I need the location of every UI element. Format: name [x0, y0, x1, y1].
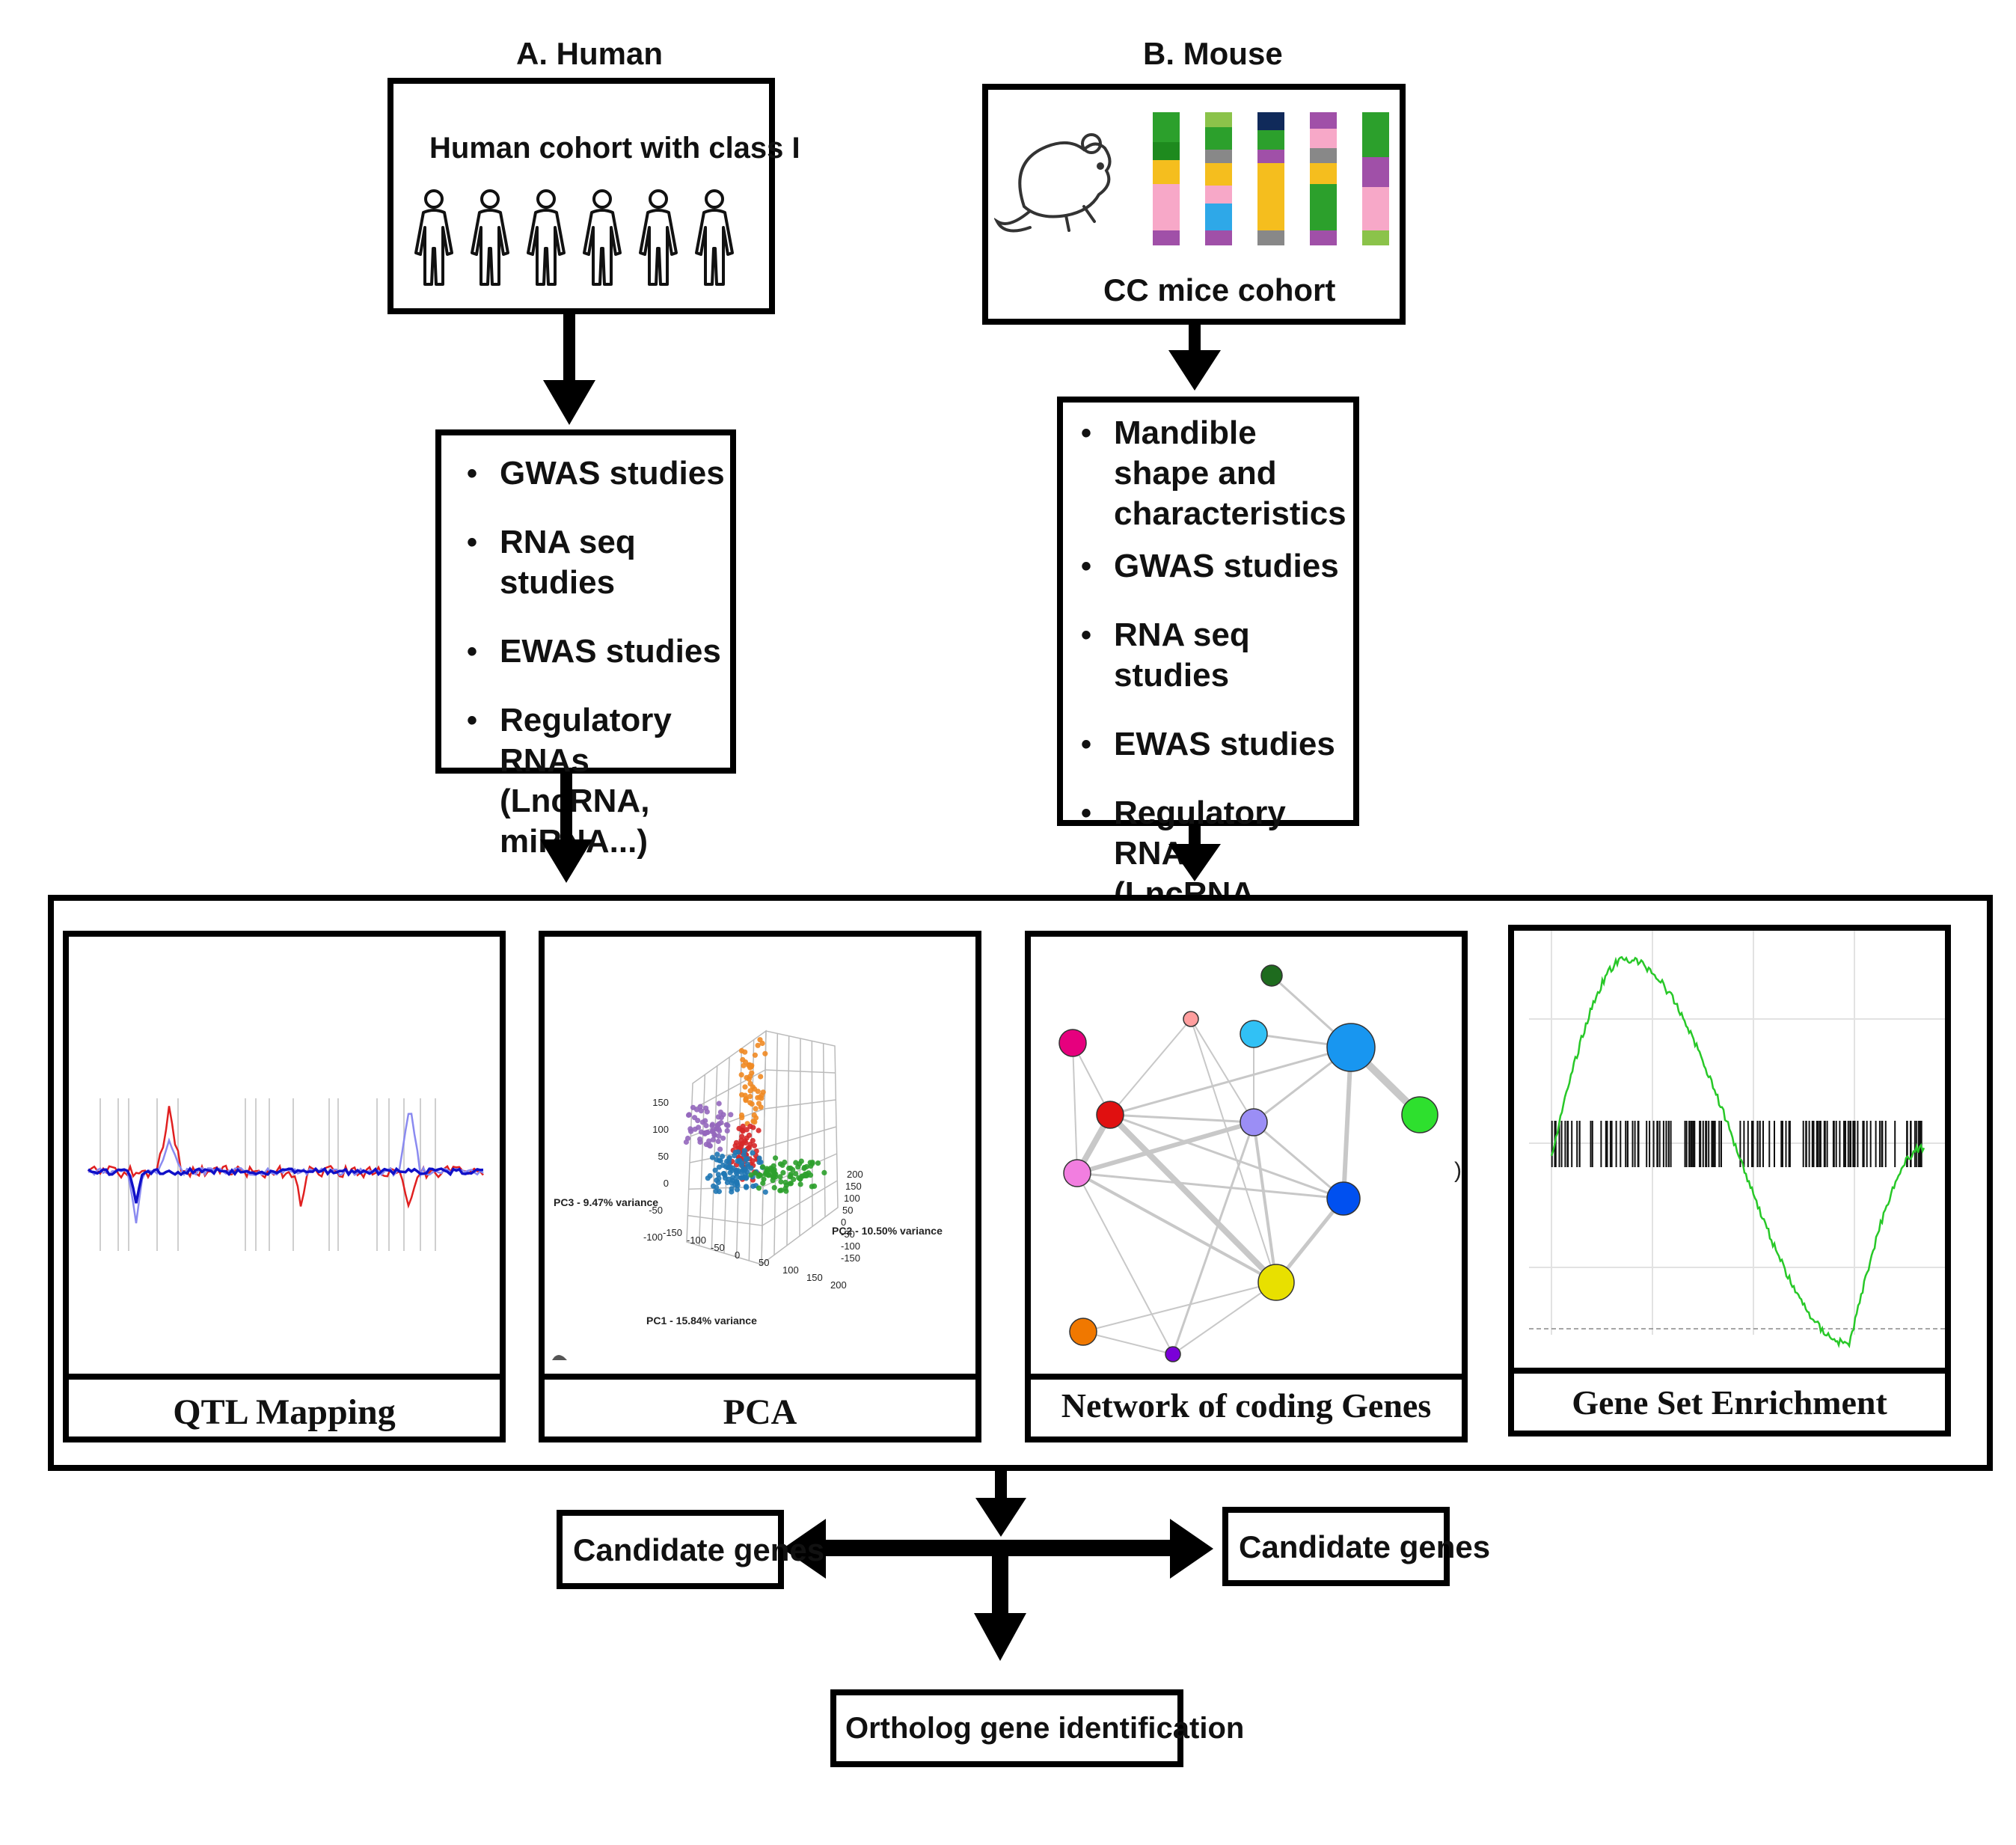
genome-mosaic-chart — [1153, 112, 1389, 245]
svg-text:0: 0 — [664, 1178, 669, 1189]
human-cohort-box: Human cohort with class I — [387, 78, 800, 314]
candidate-genes-right-box: Candidate genes — [1222, 1507, 1490, 1586]
mouse-arrow-down-icon — [1168, 826, 1221, 881]
pca-corner-mark — [552, 1355, 567, 1360]
pca-plot: PC3 - 9.47% variance PC2 - 10.50% varian… — [552, 1029, 943, 1360]
pca-panel: PC3 - 9.47% variance PC2 - 10.50% varian… — [539, 931, 981, 1380]
svg-text:150: 150 — [652, 1097, 669, 1108]
svg-text:-150: -150 — [663, 1227, 682, 1238]
human-studies-box: GWAS studies RNA seq studies EWAS studie… — [435, 429, 736, 860]
svg-text:-150: -150 — [841, 1252, 860, 1264]
candidate-genes-left: Candidate genes — [573, 1532, 825, 1567]
svg-text:100: 100 — [782, 1264, 799, 1276]
network-panel: ) — [1025, 931, 1468, 1380]
svg-text:200: 200 — [830, 1279, 847, 1291]
human-study-item: GWAS studies — [453, 453, 730, 494]
mouse-studies-box: Mandible shape and characteristics GWAS … — [1057, 397, 1359, 952]
pca-caption: PCA — [723, 1392, 797, 1432]
svg-text:-50: -50 — [841, 1229, 855, 1240]
svg-text:150: 150 — [806, 1272, 823, 1283]
pca-pc1-label: PC1 - 15.84% variance — [646, 1315, 757, 1327]
svg-text:0: 0 — [841, 1217, 846, 1228]
svg-text:50: 50 — [658, 1151, 669, 1162]
gsea-plot — [1529, 931, 1945, 1349]
svg-text:-50: -50 — [711, 1242, 725, 1253]
output-connector — [782, 1471, 1213, 1661]
svg-text:150: 150 — [845, 1181, 862, 1192]
qtl-caption-box: QTL Mapping — [63, 1374, 506, 1442]
qtl-panel — [63, 931, 506, 1380]
human-study-item: Regulatory RNAs (LncRNA, miRNA...) — [453, 700, 730, 862]
pca-pc3-label: PC3 - 9.47% variance — [554, 1196, 658, 1208]
svg-text:-100: -100 — [841, 1240, 860, 1252]
svg-text:0: 0 — [735, 1249, 740, 1261]
qtl-caption: QTL Mapping — [173, 1392, 396, 1432]
qtl-plot — [87, 1098, 484, 1251]
svg-text:-100: -100 — [643, 1231, 663, 1243]
human-figures-icon — [414, 189, 734, 286]
pca-pc2-label: PC2 - 10.50% variance — [832, 1225, 943, 1237]
svg-text:-100: -100 — [687, 1234, 706, 1246]
svg-text:100: 100 — [652, 1124, 669, 1135]
human-cohort-title: Human cohort with class I — [429, 132, 800, 165]
svg-text:50: 50 — [842, 1205, 853, 1216]
ortholog-box: Ortholog gene identification — [830, 1689, 1244, 1767]
candidate-genes-left-box: Candidate genes — [557, 1510, 824, 1589]
svg-text:100: 100 — [844, 1193, 860, 1204]
svg-text:-50: -50 — [649, 1205, 663, 1216]
network-plot: ) — [1058, 964, 1462, 1362]
mouse-icon — [994, 133, 1112, 233]
ortholog-label: Ortholog gene identification — [845, 1712, 1245, 1745]
gsea-caption-box: Gene Set Enrichment — [1508, 1368, 1951, 1436]
human-study-item: EWAS studies — [453, 631, 730, 672]
svg-text:): ) — [1454, 1158, 1462, 1183]
gsea-panel — [1508, 925, 1951, 1374]
mouse-study-item: GWAS studies — [1067, 546, 1359, 587]
human-arrow-down-icon — [540, 774, 592, 883]
mouse-cohort-box: CC mice cohort — [982, 84, 1406, 325]
gsea-caption: Gene Set Enrichment — [1572, 1383, 1887, 1422]
human-arrow-down-icon — [543, 314, 595, 425]
mouse-header: B. Mouse — [1143, 36, 1283, 71]
svg-text:200: 200 — [847, 1169, 863, 1180]
mouse-arrow-down-icon — [1168, 325, 1221, 391]
mouse-study-item: RNA seq studies — [1067, 615, 1359, 696]
candidate-genes-right: Candidate genes — [1239, 1529, 1491, 1564]
mouse-study-item: EWAS studies — [1067, 724, 1359, 765]
human-studies-list: GWAS studies RNA seq studies EWAS studie… — [453, 453, 730, 862]
svg-text:50: 50 — [759, 1257, 769, 1268]
human-header: A. Human — [516, 36, 664, 71]
mouse-study-item: Mandible shape and characteristics — [1067, 413, 1359, 534]
network-caption: Network of coding Genes — [1061, 1386, 1432, 1425]
network-caption-box: Network of coding Genes — [1025, 1374, 1468, 1442]
mouse-cohort-title: CC mice cohort — [1103, 272, 1336, 308]
pca-caption-box: PCA — [539, 1374, 981, 1442]
human-study-item: RNA seq studies — [453, 522, 730, 603]
